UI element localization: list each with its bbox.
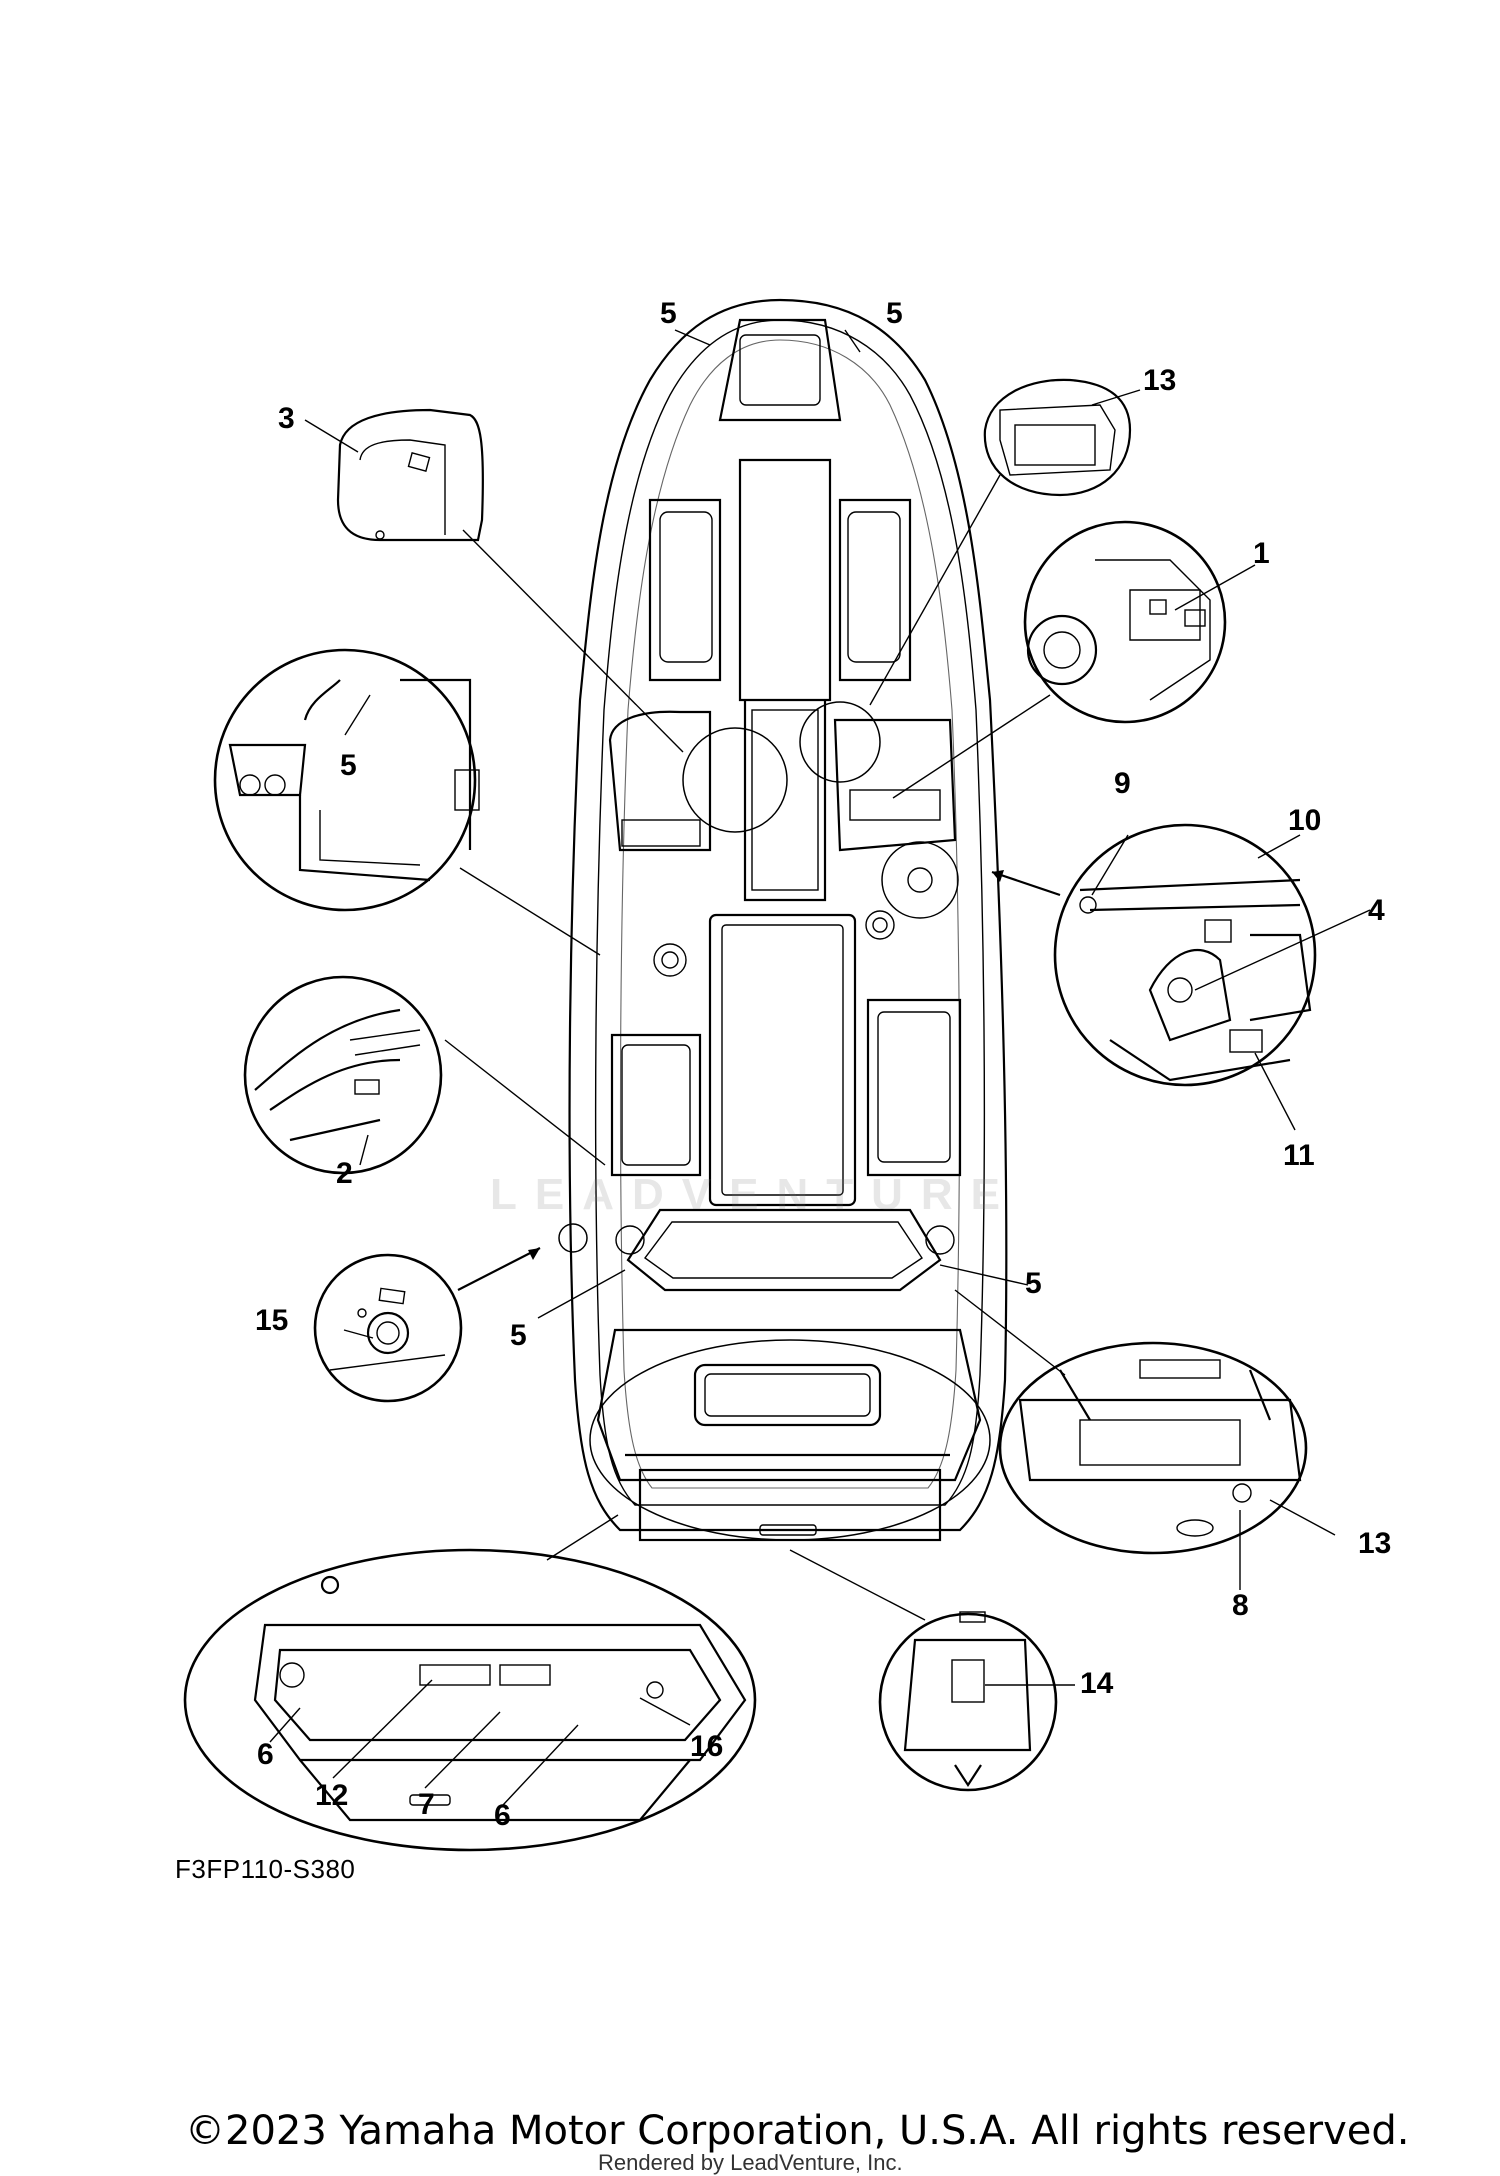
callout-9: 9	[1114, 767, 1131, 800]
callout-16: 16	[690, 1730, 723, 1763]
leader-lines	[269, 329, 1371, 1806]
detail-view-2	[243, 975, 443, 1175]
callout-5-bow-right: 5	[886, 297, 903, 330]
callout-5-aft-left: 5	[510, 1319, 527, 1352]
reference-circles	[558, 701, 991, 1541]
arrow-head	[992, 870, 1004, 882]
copyright-notice: ©2023 Yamaha Motor Corporation, U.S.A. A…	[185, 2108, 1410, 2154]
callout-7: 7	[418, 1788, 435, 1821]
watermark: LEADVENTURE	[490, 1170, 1019, 1219]
detail-view-9-10-4-11	[1053, 823, 1317, 1087]
callout-4: 4	[1368, 894, 1385, 927]
detail-view-6-7-12-16	[183, 1548, 757, 1852]
callout-5-bow-left: 5	[660, 297, 677, 330]
callout-14: 14	[1080, 1667, 1114, 1700]
callout-12: 12	[315, 1779, 348, 1812]
callout-6-right: 6	[494, 1799, 511, 1832]
boat-hull	[568, 298, 1008, 1542]
callout-3: 3	[278, 402, 295, 435]
detail-view-3	[336, 408, 484, 542]
callout-1: 1	[1253, 537, 1270, 570]
detail-view-14	[878, 1611, 1058, 1792]
callout-10: 10	[1288, 804, 1321, 837]
detail-view-13-top	[983, 378, 1132, 497]
detail-view-5-left	[213, 648, 480, 912]
diagram-code: F3FP110-S380	[175, 1854, 356, 1884]
callout-6-left: 6	[257, 1738, 274, 1771]
callout-5-detail-left: 5	[340, 749, 357, 782]
callout-13-aft: 13	[1358, 1527, 1391, 1560]
callout-2: 2	[336, 1157, 353, 1190]
detail-view-15	[313, 1253, 463, 1403]
arrow-head	[528, 1248, 540, 1260]
callout-8: 8	[1232, 1589, 1249, 1622]
rendered-by-credit: Rendered by LeadVenture, Inc.	[598, 2150, 903, 2175]
callouts: 1 2 3 4 5 5 5 5 5 6 6 7 8 9 10 11 12 13 …	[255, 297, 1391, 1832]
callout-15: 15	[255, 1304, 288, 1337]
detail-view-1	[1023, 520, 1227, 724]
detail-view-13-8	[998, 1341, 1308, 1555]
callout-5-aft-right: 5	[1025, 1267, 1042, 1300]
callout-11: 11	[1283, 1139, 1315, 1172]
callout-13-top: 13	[1143, 364, 1176, 397]
